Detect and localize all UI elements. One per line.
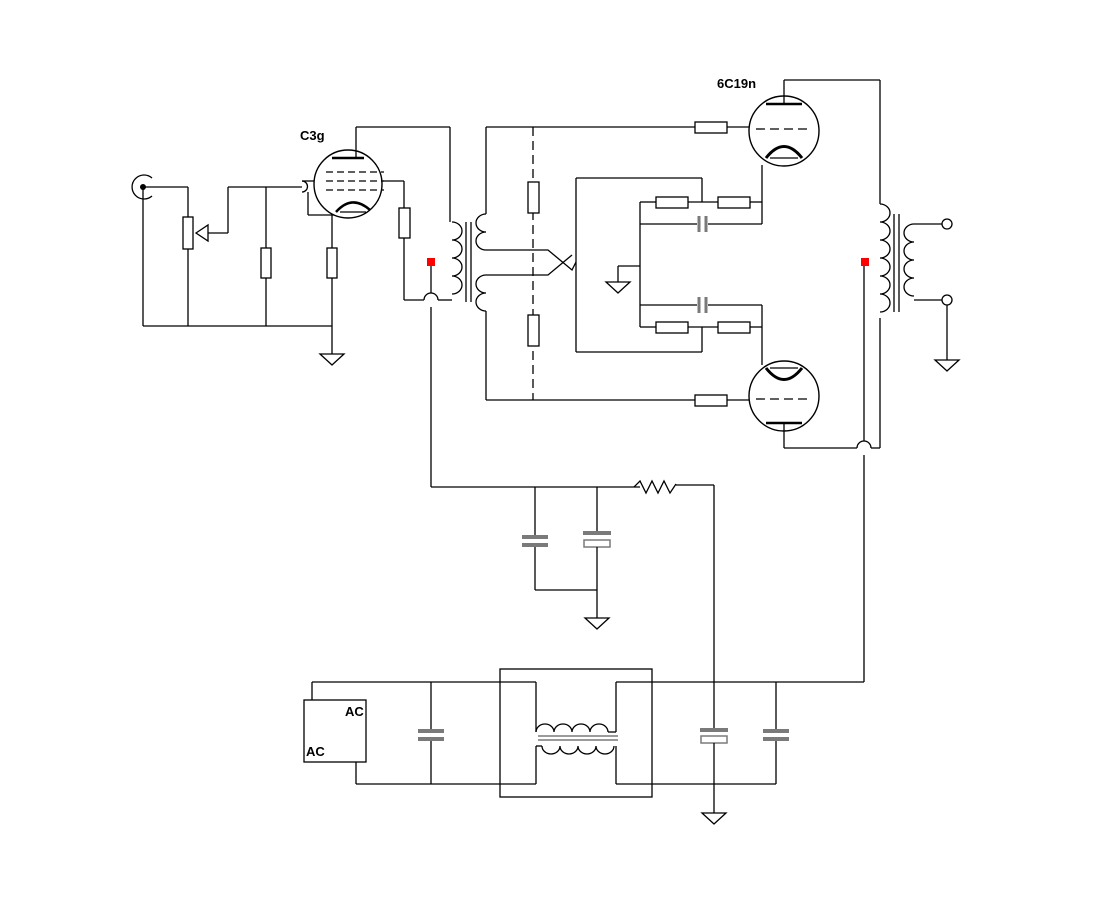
grid-resistor	[260, 247, 272, 279]
bias-network	[604, 165, 763, 365]
ground-symbol	[318, 353, 346, 366]
interstage-transformer	[451, 213, 487, 312]
power-filter	[431, 479, 715, 730]
ac-label-top: AC	[345, 704, 364, 719]
input-wiring	[142, 186, 345, 354]
volume-potentiometer	[182, 216, 209, 250]
marker-red	[427, 258, 435, 266]
input-tube	[301, 127, 404, 219]
ac-label-bottom: AC	[306, 744, 325, 759]
output-plate-wiring	[784, 79, 881, 682]
output-tube-top	[748, 80, 820, 167]
output-tube-bottom	[748, 360, 820, 448]
marker-red-output	[861, 258, 869, 266]
grid-wiring	[485, 121, 752, 407]
output-transformer	[879, 203, 961, 372]
cathode-resistor	[326, 247, 338, 279]
interstage-wiring	[356, 126, 452, 487]
input-jack	[131, 174, 188, 200]
output-tube-label: 6C19n	[717, 76, 756, 91]
input-tube-label: C3g	[300, 128, 325, 143]
power-supply	[303, 668, 864, 825]
